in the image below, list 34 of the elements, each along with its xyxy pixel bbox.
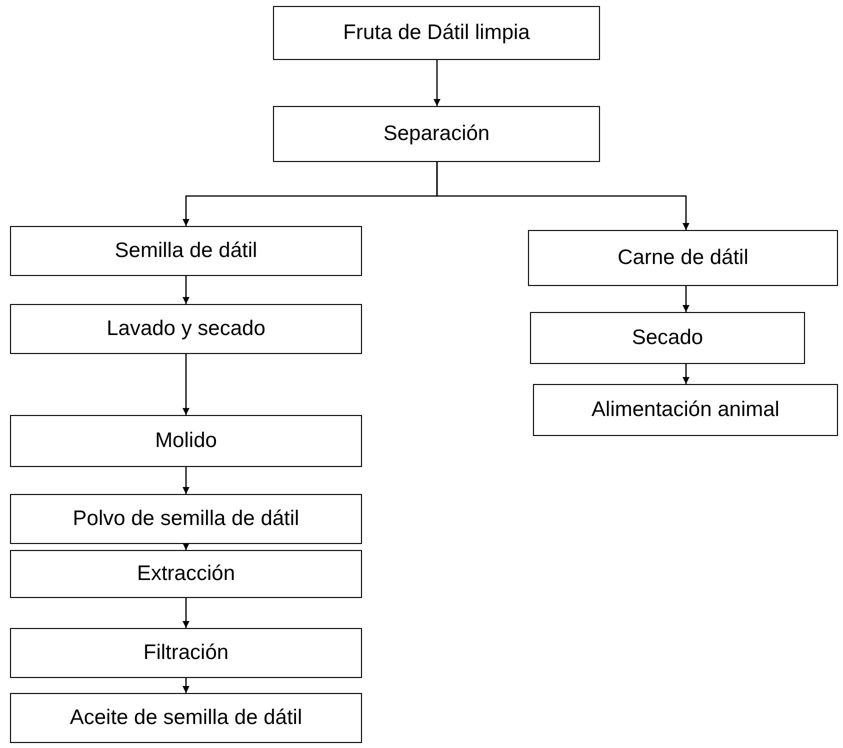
process-box — [10, 304, 362, 354]
process-box — [10, 628, 362, 678]
arrow — [182, 467, 190, 494]
step-label: Carne de dátil — [618, 246, 748, 270]
process-box — [533, 384, 838, 436]
process-box — [530, 312, 805, 364]
step-label: Aceite de semilla de dátil — [70, 706, 302, 730]
process-box — [10, 494, 362, 544]
arrow — [182, 354, 190, 415]
step-label: Molido — [155, 429, 217, 453]
process-box — [10, 226, 362, 276]
step-label: Separación — [383, 122, 490, 146]
arrow — [182, 543, 190, 550]
arrow — [434, 60, 440, 106]
process-box — [273, 6, 600, 60]
process-box — [10, 693, 362, 743]
arrow — [682, 286, 690, 312]
arrow — [182, 678, 190, 693]
process-box — [10, 550, 362, 598]
process-box — [10, 415, 362, 467]
arrow — [182, 276, 190, 304]
step-label: Lavado y secado — [106, 317, 266, 341]
process-box — [273, 106, 600, 162]
arrow — [682, 364, 690, 384]
step-label: Secado — [632, 326, 704, 350]
arrow — [436, 162, 690, 230]
arrow — [182, 598, 190, 628]
step-label: Alimentación animal — [592, 398, 780, 422]
process-box — [528, 230, 838, 286]
step-label: Polvo de semilla de dátil — [72, 507, 300, 531]
step-label: Filtración — [143, 641, 229, 665]
step-label: Extracción — [136, 562, 236, 586]
step-label: Fruta de Dátil limpia — [343, 21, 530, 45]
step-label: Semilla de dátil — [114, 239, 258, 263]
